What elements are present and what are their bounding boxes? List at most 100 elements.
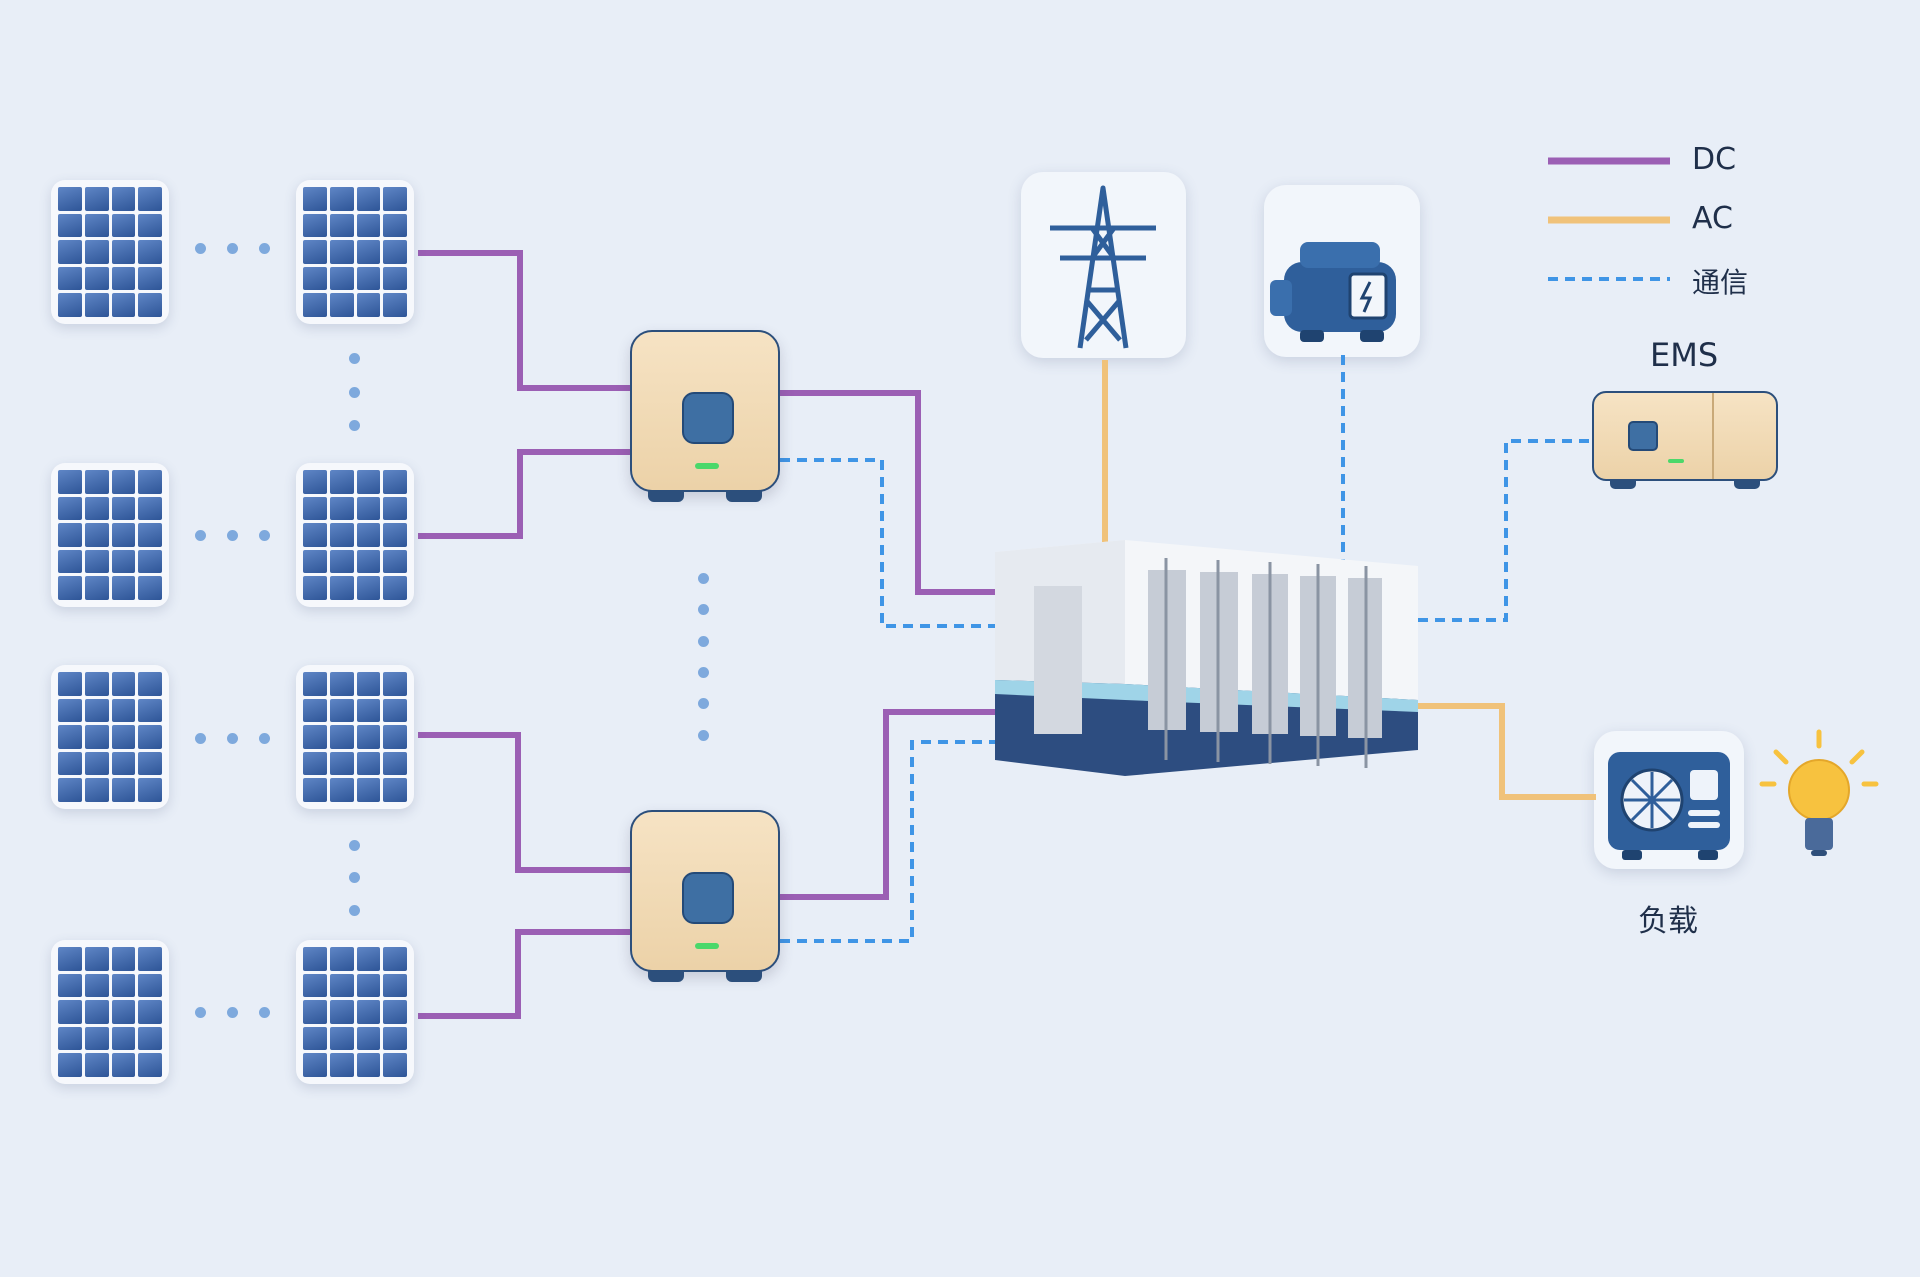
solar-cell	[356, 523, 381, 547]
solar-cell	[303, 576, 327, 600]
solar-cell	[383, 725, 407, 749]
solar-cell	[383, 213, 407, 238]
solar-cell	[138, 1053, 162, 1077]
solar-cell	[356, 470, 381, 494]
solar-cell	[383, 549, 407, 574]
ellipsis-dot	[698, 604, 709, 615]
solar-cell	[84, 576, 109, 600]
ellipsis-dot	[698, 636, 709, 647]
solar-cell	[383, 240, 407, 264]
ellipsis-dot	[349, 420, 360, 431]
solar-cell	[58, 672, 82, 696]
ems-controller-icon	[1592, 391, 1778, 489]
solar-cell	[303, 698, 327, 723]
inverter-foot	[726, 970, 762, 982]
solar-cell	[58, 1026, 82, 1051]
solar-cell	[58, 187, 82, 211]
solar-cell	[356, 266, 381, 291]
solar-cell	[329, 751, 354, 776]
solar-cell	[356, 947, 381, 971]
solar-cell	[111, 496, 136, 521]
solar-cell	[111, 470, 136, 494]
solar-cell	[329, 947, 354, 971]
solar-cell	[58, 266, 82, 291]
transmission-tower-icon	[1050, 185, 1156, 349]
ellipsis-dot	[698, 573, 709, 584]
ellipsis-dot	[195, 733, 206, 744]
solar-cell	[111, 240, 136, 264]
solar-cell	[329, 1026, 354, 1051]
solar-cell	[111, 672, 136, 696]
solar-cell	[329, 523, 354, 547]
solar-cell	[138, 698, 162, 723]
solar-cell	[58, 293, 82, 317]
solar-cell	[303, 293, 327, 317]
solar-cell	[84, 973, 109, 998]
solar-cell	[138, 293, 162, 317]
solar-panel-icon	[51, 463, 169, 607]
solar-cell	[383, 496, 407, 521]
solar-cell	[356, 1026, 381, 1051]
ellipsis-dot	[227, 733, 238, 744]
solar-cell	[356, 751, 381, 776]
solar-cell	[84, 240, 109, 264]
ellipsis-dot	[259, 243, 270, 254]
ellipsis-dot	[195, 243, 206, 254]
ellipsis-dot	[349, 387, 360, 398]
ellipsis-dot	[349, 840, 360, 851]
solar-cell	[111, 751, 136, 776]
solar-cell	[303, 1000, 327, 1024]
inverter-foot	[726, 490, 762, 502]
solar-cell	[383, 672, 407, 696]
status-led	[695, 463, 719, 469]
solar-cell	[111, 1026, 136, 1051]
comm-line	[780, 458, 995, 628]
solar-cell	[138, 470, 162, 494]
solar-cell	[356, 725, 381, 749]
solar-cell	[58, 213, 82, 238]
solar-cell	[84, 1000, 109, 1024]
solar-panel-icon	[51, 940, 169, 1084]
solar-cell	[356, 973, 381, 998]
solar-cell	[138, 576, 162, 600]
solar-cell	[58, 751, 82, 776]
inverter-icon	[630, 330, 780, 502]
ellipsis-dot	[195, 1007, 206, 1018]
solar-cell	[138, 725, 162, 749]
solar-panel-icon	[296, 180, 414, 324]
solar-cell	[84, 725, 109, 749]
solar-cell	[111, 549, 136, 574]
solar-cell	[58, 576, 82, 600]
ems-foot	[1610, 479, 1636, 489]
dc-line	[780, 390, 995, 595]
solar-cell	[356, 1053, 381, 1077]
solar-cell	[329, 470, 354, 494]
inverter-foot	[648, 970, 684, 982]
solar-cell	[329, 266, 354, 291]
dc-line	[418, 732, 630, 873]
ellipsis-dot	[227, 243, 238, 254]
solar-cell	[356, 187, 381, 211]
legend-label-dc: DC	[1692, 142, 1737, 177]
ellipsis-dot	[349, 905, 360, 916]
solar-cell	[138, 751, 162, 776]
solar-cell	[58, 778, 82, 802]
solar-cell	[303, 751, 327, 776]
solar-cell	[303, 725, 327, 749]
solar-cell	[383, 947, 407, 971]
solar-cell	[58, 523, 82, 547]
solar-cell	[138, 1026, 162, 1051]
solar-cell	[303, 240, 327, 264]
inverter-screen	[682, 392, 734, 444]
solar-cell	[58, 549, 82, 574]
solar-cell	[356, 672, 381, 696]
inverter-foot	[648, 490, 684, 502]
solar-cell	[111, 213, 136, 238]
solar-cell	[383, 187, 407, 211]
solar-cell	[84, 672, 109, 696]
ellipsis-dot	[349, 353, 360, 364]
solar-cell	[58, 947, 82, 971]
solar-cell	[303, 187, 327, 211]
solar-cell	[383, 973, 407, 998]
solar-cell	[138, 523, 162, 547]
